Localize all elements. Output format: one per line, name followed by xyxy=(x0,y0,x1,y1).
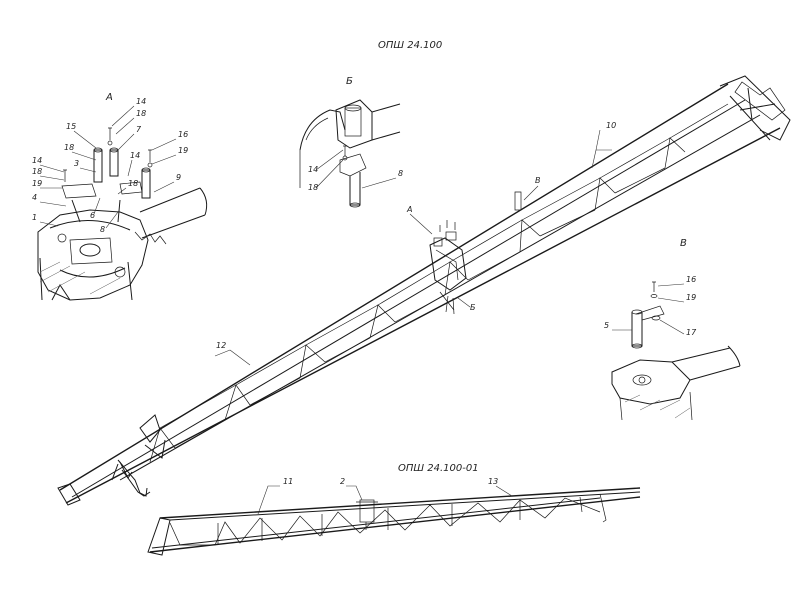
a-callout-3: 3 xyxy=(74,159,79,168)
b-callout-8: 8 xyxy=(398,169,403,178)
main-title: ОПШ 24.100 xyxy=(378,40,442,51)
view-b-label: Б xyxy=(346,76,353,87)
a-callout-6: 6 xyxy=(90,211,95,220)
callout-b-main: Б xyxy=(470,303,476,312)
callout-2: 2 xyxy=(340,477,345,486)
a-callout-14c: 14 xyxy=(32,156,42,165)
v-callout-17: 17 xyxy=(686,328,697,337)
callout-12: 12 xyxy=(216,341,226,350)
main-callouts: 10 12 А В Б xyxy=(214,121,616,366)
a-callout-7: 7 xyxy=(136,125,142,134)
callout-v-main: В xyxy=(535,176,541,185)
detail-b: Б xyxy=(299,76,401,208)
a-callout-9: 9 xyxy=(176,173,181,182)
callout-a-main: А xyxy=(406,205,412,214)
view-a-label: А xyxy=(105,92,113,103)
a-callout-4: 4 xyxy=(32,193,37,202)
b-callout-14: 14 xyxy=(308,165,318,174)
a-callout-1: 1 xyxy=(32,213,37,222)
b-callout-18: 18 xyxy=(308,183,318,192)
v-callout-5: 5 xyxy=(604,321,609,330)
a-callout-18b: 18 xyxy=(64,143,74,152)
main-boom xyxy=(57,75,791,506)
callout-13: 13 xyxy=(488,477,498,486)
a-callout-14b: 14 xyxy=(130,151,140,160)
a-callout-15: 15 xyxy=(66,122,76,131)
detail-v-callouts: 16 19 5 17 xyxy=(604,275,697,337)
a-callout-18d: 18 xyxy=(128,179,138,188)
callout-10: 10 xyxy=(606,121,616,130)
v-callout-19: 19 xyxy=(686,293,696,302)
variant-callouts: 11 2 13 xyxy=(257,477,513,515)
a-callout-16: 16 xyxy=(178,130,188,139)
hook xyxy=(111,461,151,497)
a-callout-19a: 19 xyxy=(178,146,188,155)
a-callout-14a: 14 xyxy=(136,97,146,106)
variant-title: ОПШ 24.100-01 xyxy=(398,463,479,474)
detail-v: В xyxy=(611,238,741,421)
detail-b-callouts: 14 18 8 xyxy=(308,149,403,192)
detail-a: А xyxy=(37,92,208,301)
a-callout-18c: 18 xyxy=(32,167,42,176)
detail-a-callouts: 14 18 15 7 18 16 19 3 14 14 18 19 18 9 4… xyxy=(32,97,188,234)
a-callout-18a: 18 xyxy=(136,109,146,118)
a-callout-19b: 19 xyxy=(32,179,42,188)
callout-11: 11 xyxy=(283,477,293,486)
v-callout-16: 16 xyxy=(686,275,696,284)
variant-boom xyxy=(147,487,641,556)
view-v-label: В xyxy=(680,238,687,249)
a-callout-8: 8 xyxy=(100,225,105,234)
